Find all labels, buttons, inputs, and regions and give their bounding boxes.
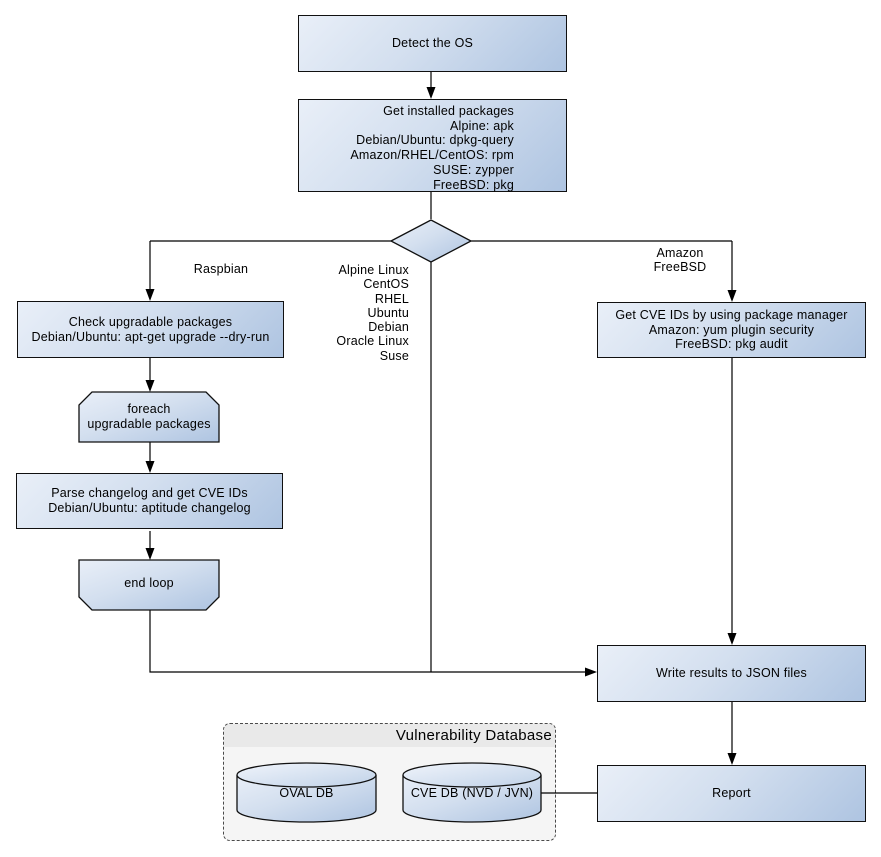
- special-shapes: [78, 219, 473, 611]
- end-loop-label-wrap: end loop: [79, 558, 219, 608]
- arrowhead-into-report: [727, 753, 737, 765]
- node-get-cve-ids: Get CVE IDs by using package manager Ama…: [597, 302, 866, 358]
- vulnerability-database-title-band: Vulnerability Database: [224, 724, 555, 747]
- arrowheads: [145, 87, 737, 765]
- node-report-label: Report: [712, 786, 751, 801]
- end-loop-shape: [78, 559, 220, 611]
- arrowhead-into-endloop: [145, 548, 155, 560]
- node-write-results: Write results to JSON files: [597, 645, 866, 702]
- arrowhead-into-foreach: [145, 380, 155, 392]
- arrowhead-into-write-left: [585, 667, 597, 677]
- cve-db-label: CVE DB (NVD / JVN): [410, 786, 534, 800]
- oval-db-label-wrap: OVAL DB: [237, 771, 376, 815]
- node-get-cve-ids-label: Get CVE IDs by using package manager Ama…: [615, 307, 848, 352]
- node-parse-changelog-label: Parse changelog and get CVE IDs Debian/U…: [48, 486, 251, 515]
- foreach-loop-label-wrap: foreach upgradable packages: [79, 392, 219, 442]
- cve-db-cylinder-top: [402, 762, 542, 788]
- foreach-loop-label: foreach upgradable packages: [87, 402, 211, 431]
- arrowhead-into-packages: [426, 87, 436, 99]
- vulnerability-database-title: Vulnerability Database: [395, 727, 552, 744]
- cve-db-label-wrap: CVE DB (NVD / JVN): [403, 771, 541, 815]
- cve-db-cylinder-body: [402, 775, 542, 823]
- node-parse-changelog: Parse changelog and get CVE IDs Debian/U…: [16, 473, 283, 529]
- edge-label-raspbian: Raspbian: [193, 262, 249, 276]
- arrowhead-into-parse: [145, 461, 155, 473]
- edge-label-os-list: Alpine Linux CentOS RHEL Ubuntu Debian O…: [336, 263, 409, 363]
- arrowhead-into-write-top: [727, 633, 737, 645]
- oval-db-label: OVAL DB: [279, 786, 334, 800]
- node-get-installed-packages: Get installed packages Alpine: apk Debia…: [298, 99, 567, 192]
- node-check-upgradable-packages: Check upgradable packages Debian/Ubuntu:…: [17, 301, 284, 358]
- end-loop-label: end loop: [124, 575, 174, 590]
- node-detect-os: Detect the OS: [298, 15, 567, 72]
- arrowhead-into-getcve: [727, 290, 737, 302]
- edge-label-amazon-freebsd: Amazon FreeBSD: [653, 246, 707, 275]
- node-report: Report: [597, 765, 866, 822]
- node-check-upgradable-packages-label: Check upgradable packages Debian/Ubuntu:…: [31, 314, 270, 344]
- node-write-results-label: Write results to JSON files: [655, 666, 808, 681]
- foreach-loop-shape: [78, 391, 220, 443]
- decision-diamond: [389, 219, 473, 263]
- arrowhead-into-check: [145, 289, 155, 301]
- oval-db-cylinder-top: [236, 762, 377, 788]
- connector-lines: [149, 72, 733, 794]
- oval-db-cylinder-body: [236, 775, 377, 823]
- node-detect-os-label: Detect the OS: [391, 36, 474, 51]
- database-cylinders: [236, 762, 542, 823]
- edge-endloop-to-write: [149, 610, 585, 673]
- node-get-installed-packages-label: Get installed packages Alpine: apk Debia…: [350, 104, 514, 192]
